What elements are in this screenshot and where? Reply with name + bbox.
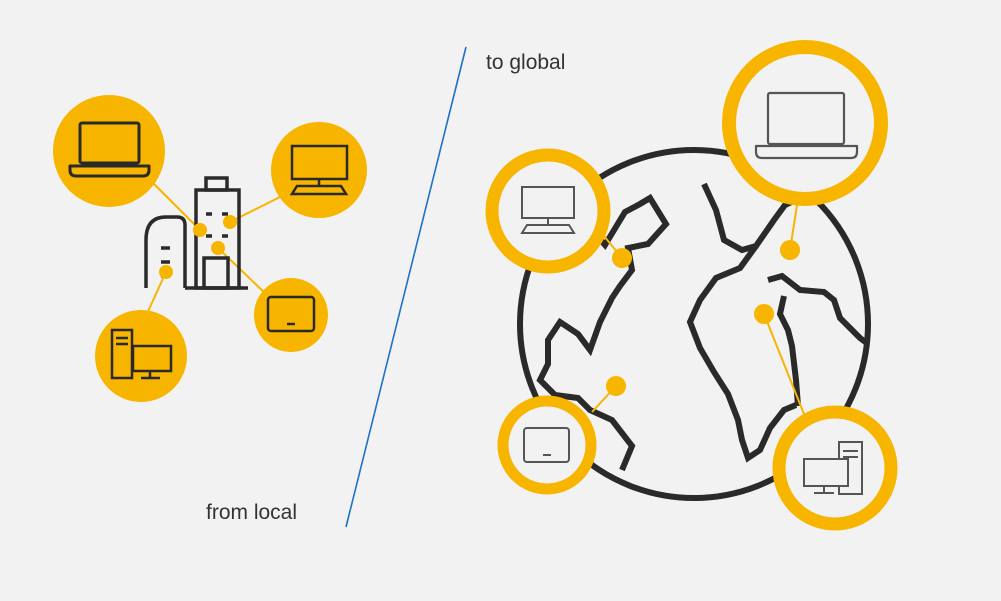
tower-and-monitor-icon [803,441,863,495]
global-desktop-node [485,148,611,274]
to-global-label: to global [486,51,566,74]
laptop-icon [68,121,151,178]
continent-shapes [536,182,870,472]
tablet-icon [266,295,316,333]
desktop-computer-icon [289,144,349,196]
laptop-icon [754,91,859,160]
from-local-label: from local [206,501,298,524]
divider-line [345,46,467,528]
desktop-computer-icon [520,186,576,234]
global-network [485,40,898,531]
local-desktop-node [271,122,367,218]
local-tablet-node [254,278,328,352]
tower-and-monitor-icon [110,328,173,380]
local-network [53,95,367,402]
global-tablet-node [497,395,597,495]
tablet-icon [523,427,570,463]
global-laptop-node [722,40,888,206]
globe-icon [517,147,871,501]
local-laptop-node [53,95,165,207]
